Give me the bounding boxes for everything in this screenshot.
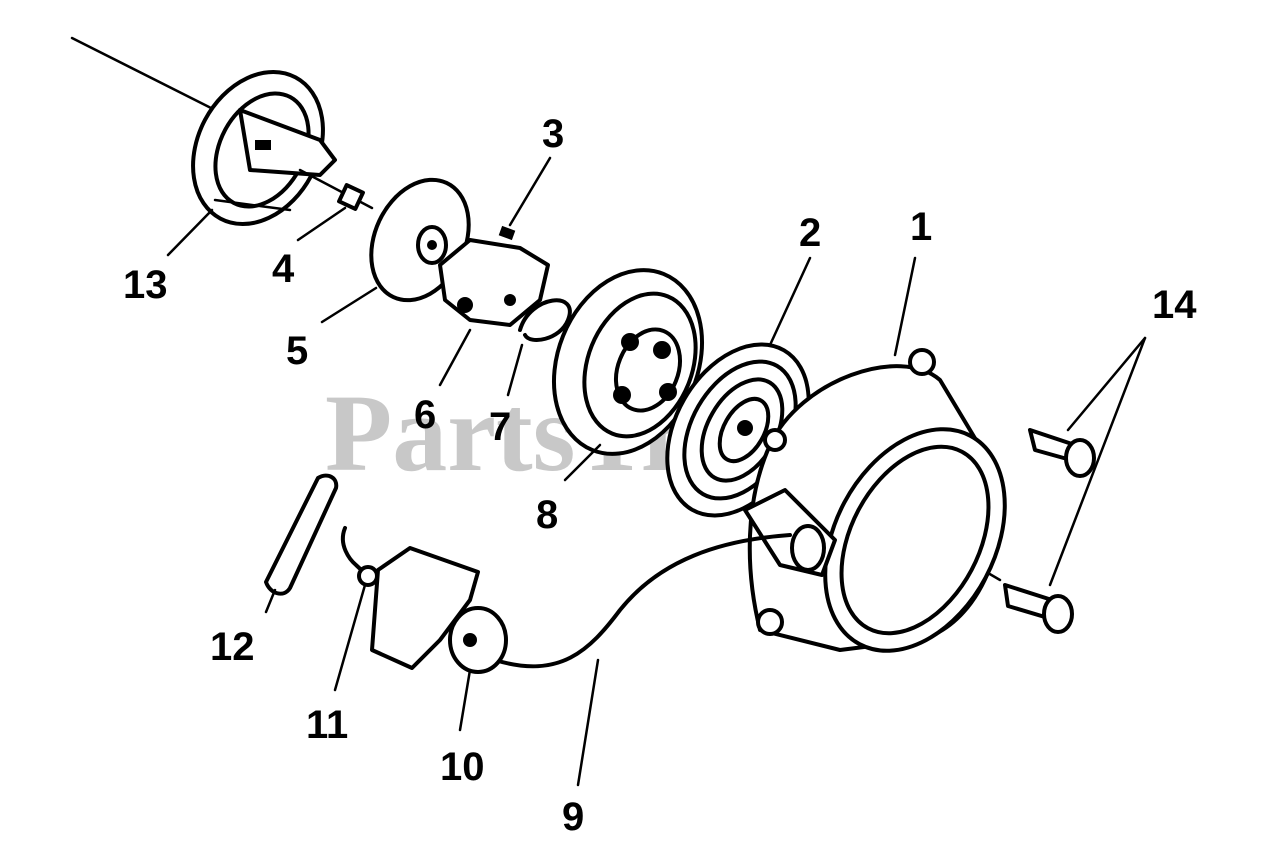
- part-8-pulley: [551, 268, 705, 456]
- part-1-housing: [743, 348, 1007, 653]
- part-14-bolt-lower: [1003, 583, 1074, 634]
- callout-9: 9: [562, 795, 584, 839]
- part-6-pawl: [438, 238, 550, 327]
- part-3-spring: [498, 225, 516, 241]
- part-9-starter-rope: [493, 533, 792, 669]
- callout-8: 8: [536, 493, 558, 537]
- callout-1: 1: [910, 205, 932, 249]
- callout-12: 12: [210, 625, 255, 669]
- callout-10: 10: [440, 745, 485, 789]
- callout-11: 11: [306, 703, 348, 747]
- callout-2: 2: [799, 211, 821, 255]
- part-11-pin: [340, 526, 379, 587]
- callout-14: 14: [1152, 283, 1197, 327]
- callout-6: 6: [414, 393, 436, 437]
- callout-4: 4: [272, 247, 295, 291]
- part-7-clip: [518, 298, 572, 342]
- part-4-screw: [298, 168, 374, 211]
- leader-lines: [166, 156, 1147, 787]
- part-10-handle: [370, 546, 508, 674]
- part-13-starter-cup: [191, 69, 337, 227]
- part-14-bolt-upper: [1028, 428, 1096, 478]
- part-12-grip-sleeve: [264, 473, 339, 596]
- callout-5: 5: [286, 329, 308, 373]
- callout-13: 13: [123, 263, 168, 307]
- axis-line-top: [70, 36, 217, 112]
- callout-7: 7: [489, 405, 511, 449]
- callout-3: 3: [542, 112, 564, 156]
